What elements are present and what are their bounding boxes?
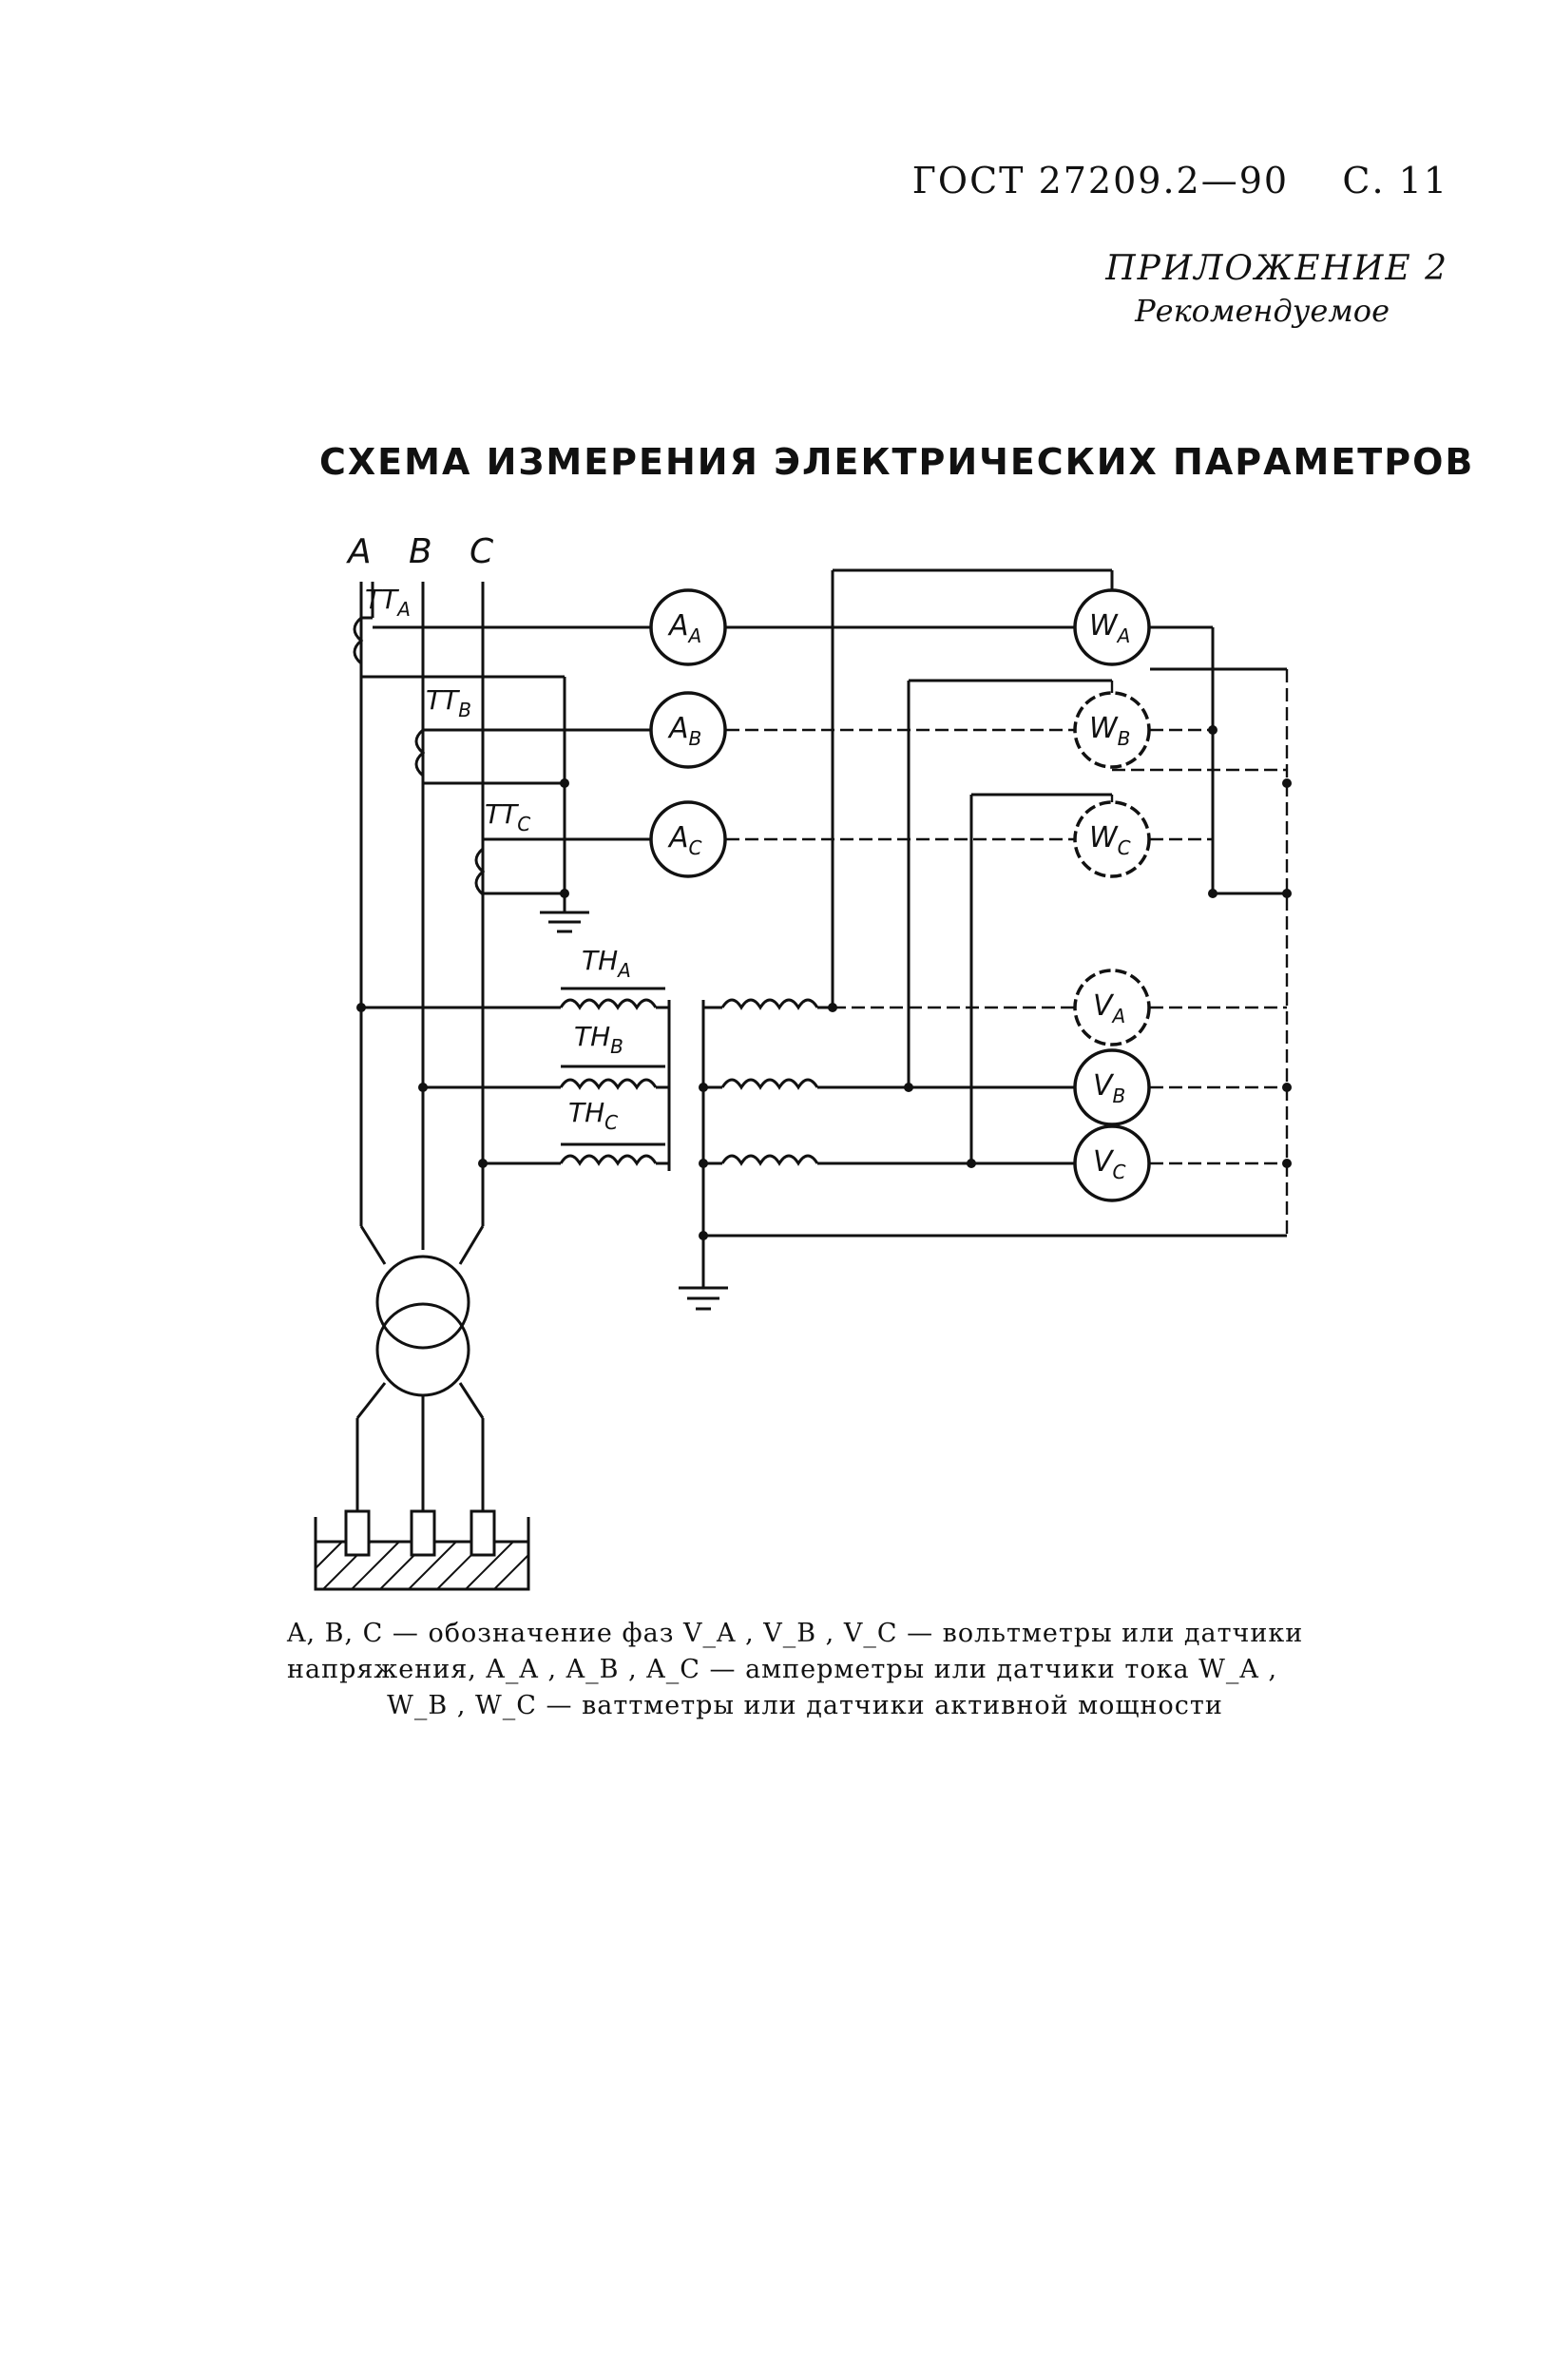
ct-c-label: ТТC (485, 798, 530, 835)
power-transformer (355, 1255, 485, 1521)
furnace-bath (314, 1509, 530, 1591)
phase-label-b: B (409, 532, 432, 571)
vt-a-label: ТНA (582, 945, 631, 982)
vt-b-label: ТНB (574, 1021, 623, 1058)
ct-c: ТТC (474, 798, 530, 896)
doc-number: ГОСТ 27209.2—90 (911, 160, 1290, 202)
svg-text:AC: AC (667, 821, 702, 859)
caption-line-3: W_B , W_C — ваттметры или датчики активн… (387, 1691, 1223, 1720)
current-circuits (359, 625, 1074, 933)
annex-label: ПРИЛОЖЕНИЕ 2 (1105, 249, 1448, 288)
document-header: ГОСТ 27209.2—90 С. 11 (912, 160, 1448, 202)
voltage-circuits (699, 568, 1292, 1240)
phase-label-a: A (346, 532, 372, 571)
annex-status: Рекомендуемое (1135, 293, 1390, 329)
voltmeter-b: VB (1073, 1048, 1151, 1126)
ammeter-c: AC (649, 800, 727, 878)
figure-caption: A, B, C — обозначение фаз V_A , V_B , V_… (287, 1616, 1323, 1724)
caption-line-2: напряжения, A_A , A_B , A_C — амперметры… (287, 1655, 1278, 1684)
voltage-transformers: ТНA ТНB ТНC (356, 945, 819, 1311)
caption-line-1: A, B, C — обозначение фаз V_A , V_B , V_… (287, 1619, 1304, 1648)
wattmeter-c: WC (1073, 800, 1151, 878)
vt-c-label: ТНC (568, 1097, 618, 1134)
wattmeter-a: WA (1073, 588, 1151, 666)
page-title: СХЕМА ИЗМЕРЕНИЯ ЭЛЕКТРИЧЕСКИХ ПАРАМЕТРОВ (319, 441, 1475, 483)
ammeter-b: AB (649, 691, 727, 769)
voltmeter-c: VC (1073, 1124, 1151, 1202)
ammeter-a: AA (649, 588, 727, 666)
voltmeter-a: VA (1073, 969, 1151, 1046)
page-number: С. 11 (1342, 160, 1448, 202)
phase-label-c: C (470, 532, 494, 571)
svg-text:VC: VC (1093, 1145, 1126, 1183)
wattmeter-b: WB (1073, 691, 1151, 769)
ct-b-label: ТТB (426, 684, 471, 721)
phase-buses (359, 582, 485, 1265)
svg-text:VA: VA (1093, 989, 1125, 1027)
